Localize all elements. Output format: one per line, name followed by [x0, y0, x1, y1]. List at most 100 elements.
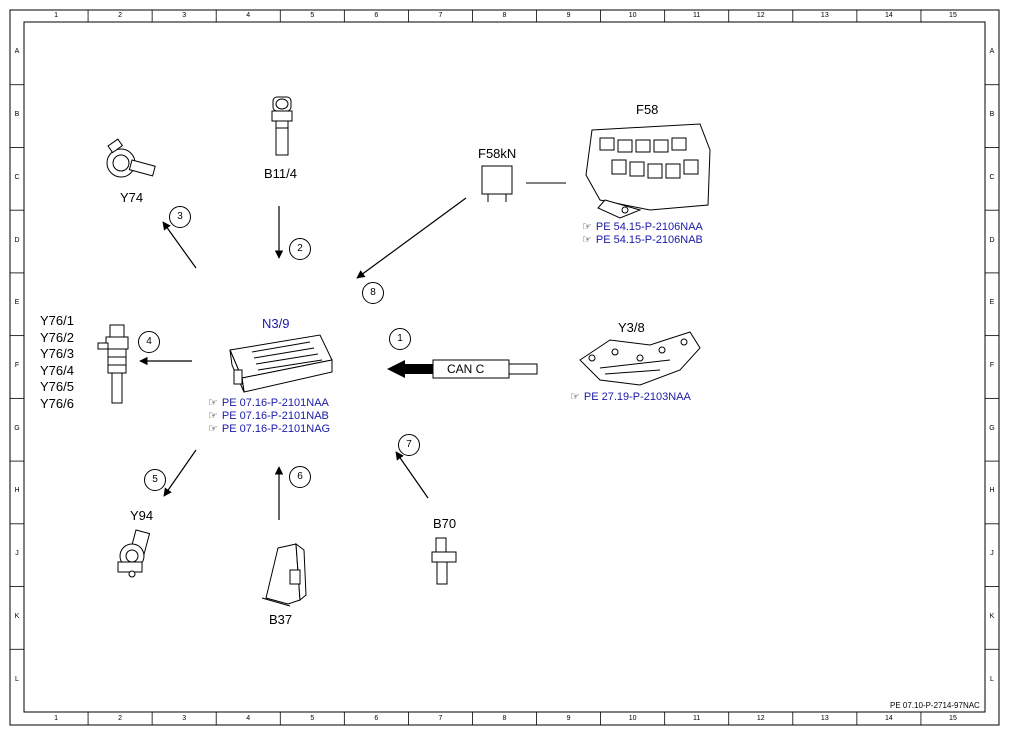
arrow-number-4: 4	[138, 331, 160, 353]
y76-label: Y76/2	[40, 329, 74, 345]
column-label: 7	[438, 12, 443, 19]
column-label: 5	[310, 12, 315, 19]
arrow-8	[356, 197, 467, 279]
pointing-hand-icon: ☞	[208, 423, 218, 435]
row-label: K	[14, 612, 20, 620]
column-label: 9	[566, 12, 571, 19]
arrow-number-7: 7	[398, 434, 420, 456]
row-label: K	[989, 612, 995, 620]
n3-9-control-unit-icon	[229, 334, 333, 393]
b11-4-label: B11/4	[264, 166, 298, 181]
column-label: 3	[182, 12, 187, 19]
ref-link[interactable]: ☞PE 07.16-P-2101NAA	[208, 396, 329, 410]
column-label: 6	[374, 715, 379, 722]
arrow-number-1: 1	[389, 328, 411, 350]
row-label: G	[14, 424, 20, 432]
pointing-hand-icon: ☞	[208, 397, 218, 409]
arrow-7	[395, 451, 429, 499]
row-label: F	[989, 362, 995, 369]
pointing-hand-icon: ☞	[208, 410, 218, 422]
n3-9-label: N3/9	[262, 316, 290, 331]
y3-8-ref-list: ☞PE 27.19-P-2103NAA	[570, 390, 691, 404]
row-label: B	[989, 111, 995, 119]
column-label: 13	[820, 12, 829, 19]
column-label: 4	[246, 715, 251, 722]
row-label: D	[14, 236, 20, 244]
f58-label: F58	[636, 102, 659, 117]
n3-9-ref-list: ☞PE 07.16-P-2101NAA ☞PE 07.16-P-2101NAB …	[208, 396, 331, 436]
pointing-hand-icon: ☞	[570, 391, 580, 403]
column-label: 15	[949, 12, 957, 19]
column-label: 8	[502, 715, 507, 722]
ref-link[interactable]: ☞PE 54.15-P-2106NAA	[582, 220, 703, 234]
row-label: H	[14, 487, 20, 495]
row-label: D	[989, 236, 995, 244]
b37-label: B37	[269, 612, 293, 627]
f58-fuse-box-icon	[585, 123, 711, 219]
column-label: 11	[693, 12, 701, 19]
arrow-number-3: 3	[169, 206, 191, 228]
row-label: G	[989, 424, 995, 432]
column-label: 1	[54, 715, 58, 722]
y74-label: Y74	[120, 190, 144, 205]
row-label: J	[990, 550, 994, 558]
column-label: 8	[502, 12, 507, 19]
column-label: 6	[374, 12, 379, 19]
y76-label: Y76/1	[40, 313, 74, 328]
b11-4-sensor-icon	[271, 96, 293, 156]
pointing-hand-icon: ☞	[582, 221, 592, 233]
column-label: 4	[246, 12, 251, 19]
column-label: 11	[693, 715, 701, 722]
column-label: 7	[438, 715, 443, 722]
row-label: J	[15, 550, 19, 558]
arrow-number-5: 5	[144, 469, 166, 491]
column-label: 14	[884, 12, 893, 19]
ref-link[interactable]: ☞PE 54.15-P-2106NAB	[582, 233, 703, 247]
column-label: 13	[820, 715, 829, 722]
pointing-hand-icon: ☞	[582, 234, 592, 246]
y76-label-list: Y76/1 Y76/2 Y76/3 Y76/4 Y76/5 Y76/6	[40, 313, 74, 412]
y3-8-label: Y3/8	[618, 320, 645, 335]
column-label: 15	[949, 715, 957, 722]
arrow-number-2: 2	[289, 238, 311, 260]
ref-link[interactable]: ☞PE 07.16-P-2101NAB	[208, 409, 329, 423]
can-bus-arrow	[387, 359, 538, 379]
b37-pedal-sensor-icon	[261, 542, 307, 607]
can-bus-label: CAN C	[447, 362, 485, 376]
document-id: PE 07.10-P-2714-97NAC	[890, 701, 980, 710]
row-label: C	[989, 173, 995, 181]
row-label: C	[14, 173, 20, 181]
row-label: B	[14, 111, 20, 119]
row-label: A	[989, 48, 995, 56]
column-label: 1	[54, 12, 58, 19]
y76-label: Y76/4	[40, 362, 74, 378]
row-label: A	[14, 48, 20, 56]
column-label: 12	[756, 715, 765, 722]
arrow-3	[162, 221, 197, 269]
column-label: 5	[310, 715, 315, 722]
row-label: L	[990, 675, 994, 683]
row-label: E	[14, 299, 20, 307]
column-label: 10	[628, 715, 637, 722]
column-label: 2	[118, 715, 123, 722]
column-label: 3	[182, 715, 187, 722]
column-label: 12	[756, 12, 765, 19]
y94-valve-icon	[117, 529, 151, 578]
y3-8-control-plate-icon	[579, 331, 701, 386]
ref-link[interactable]: ☞PE 07.16-P-2101NAG	[208, 422, 331, 436]
y74-valve-icon	[106, 138, 156, 178]
y76-label: Y76/5	[40, 379, 74, 394]
arrow-number-8: 8	[362, 282, 384, 304]
b70-sensor-icon	[431, 537, 457, 585]
f58kn-relay-icon	[481, 165, 513, 202]
ref-link[interactable]: ☞PE 27.19-P-2103NAA	[570, 390, 691, 404]
y76-label: Y76/6	[40, 395, 74, 411]
column-label: 14	[884, 715, 893, 722]
column-label: 9	[566, 715, 571, 722]
arrow-5	[163, 449, 197, 497]
y76-injector-icon	[97, 324, 129, 404]
column-label: 2	[118, 12, 123, 19]
column-label: 10	[628, 12, 637, 19]
